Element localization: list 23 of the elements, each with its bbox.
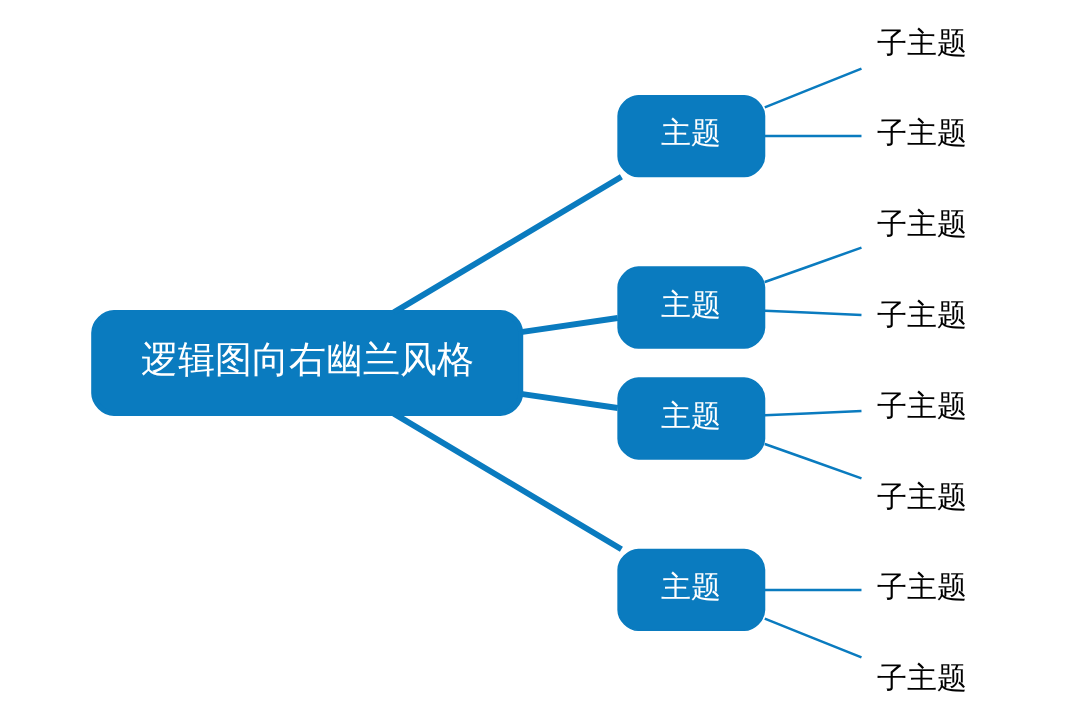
node-text: 子主题 [876, 115, 967, 151]
connector [764, 67, 862, 109]
connector [764, 588, 862, 592]
node-text: 子主题 [876, 569, 967, 605]
connector [764, 409, 862, 417]
node-text: 子主题 [876, 387, 967, 423]
connector [764, 442, 862, 480]
connector [520, 391, 619, 411]
connector [520, 315, 619, 335]
node-text: 子主题 [876, 297, 967, 333]
node-box: 主题 [617, 377, 766, 460]
connector [764, 246, 862, 284]
node-text: 子主题 [876, 206, 967, 242]
node-text: 子主题 [876, 478, 967, 514]
node-box: 主题 [617, 266, 766, 349]
node-text: 子主题 [876, 24, 967, 60]
connector [764, 309, 862, 317]
connector [764, 617, 862, 659]
node-box: 主题 [617, 548, 766, 632]
connector [764, 134, 862, 138]
node-box: 逻辑图向右幽兰风格 [91, 310, 524, 416]
node-text: 子主题 [876, 660, 967, 696]
node-box: 主题 [617, 94, 766, 178]
